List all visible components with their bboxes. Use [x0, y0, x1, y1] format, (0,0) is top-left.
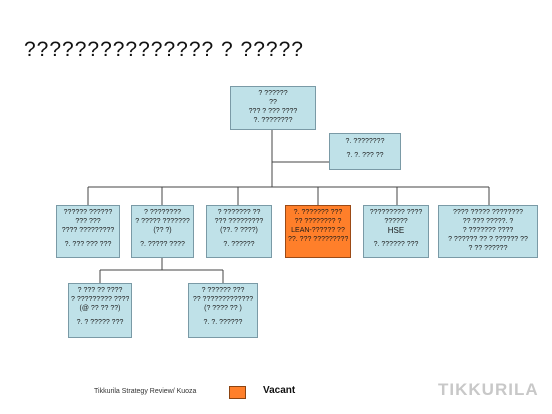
l2-4-line-4: ??. ??? ?????????? — [288, 236, 348, 243]
legend-vacant-swatch — [229, 386, 246, 399]
l2-4-line-1: ?. ??????? ??? — [293, 209, 343, 216]
top-line-3: ??? ? ??? ???? — [248, 108, 298, 115]
l2-6-line-3: ? ??????? ???? — [462, 227, 514, 234]
l2-3-line-2: ??? ????????? — [214, 218, 264, 225]
org-box-l2-3: ? ??????? ?? ??? ????????? (??. ? ????) … — [206, 205, 272, 258]
org-box-l2-5: ????????? ???? ?????? HSE ?. ?????? ??? — [363, 205, 429, 258]
footer-source: Tikkurila Strategy Review/ Kuoza — [94, 388, 197, 395]
org-box-l2-2: ? ???????? ? ????? ??????? (?? ?) ?. ???… — [131, 205, 194, 258]
org-box-top: ? ?????? ?? ??? ? ??? ???? ?. ???????? — [230, 86, 316, 130]
top-line-1: ? ?????? — [258, 90, 288, 97]
l2-3-line-1: ? ??????? ?? — [217, 209, 261, 216]
l3-2-line-3: (? ???? ?? ) — [204, 305, 242, 312]
l3-2-line-1: ? ?????? ??? — [201, 287, 245, 294]
l3-1-sub: ?. ? ????? ??? — [76, 319, 124, 326]
org-box-l2-1: ?????? ?????? ??? ??? ???? ????????? ?. … — [56, 205, 120, 258]
l2-1-line-1: ?????? ?????? — [63, 209, 113, 216]
l3-1-line-2: ? ????????? ???? — [71, 296, 129, 303]
l2-6-line-2: ?? ??? ?????. ? — [462, 218, 514, 225]
l2-5-line-2: ?????? — [384, 218, 408, 225]
l2-6-line-5: ? ?? ?????? — [468, 245, 508, 252]
l2-5-line-3: HSE — [387, 226, 405, 235]
l2-1-line-2: ??? ??? — [75, 218, 101, 225]
assistant-line-1: ?. ???????? — [345, 138, 385, 145]
page-title: ??????????????? ? ????? — [24, 38, 304, 61]
l3-2-sub: ?. ?. ?????? — [203, 319, 243, 326]
l2-4-line-2: ?? ???????? ? — [294, 218, 342, 225]
l2-5-line-1: ????????? ???? — [369, 209, 423, 216]
l2-6-line-4: ? ?????? ?? ? ?????? ?? — [448, 236, 528, 243]
l2-3-line-3: (??. ? ????) — [220, 227, 258, 234]
l2-3-sub: ?. ?????? — [223, 241, 255, 248]
org-box-l2-6: ???? ????? ???????? ?? ??? ?????. ? ? ??… — [438, 205, 538, 258]
l2-2-line-2: ? ????? ??????? — [135, 218, 190, 225]
l3-1-line-3: (@ ?? ?? ??) — [79, 305, 121, 312]
l2-4-line-3: LEAN-?????? ?? — [291, 227, 345, 234]
top-line-4: ?. ???????? — [253, 117, 293, 124]
assistant-sub: ?. ?. ??? ?? — [346, 152, 384, 159]
org-box-l3-2: ? ?????? ??? ?? ????????????? (? ???? ??… — [188, 283, 258, 338]
l2-1-sub: ?. ??? ??? ??? — [64, 241, 112, 248]
l2-2-line-3: (?? ?) — [153, 227, 172, 234]
l2-5-sub: ?. ?????? ??? — [373, 241, 419, 248]
legend-vacant-label: Vacant — [263, 385, 296, 396]
org-box-assistant: ?. ???????? ?. ?. ??? ?? — [329, 133, 401, 170]
org-box-l3-1: ? ??? ?? ???? ? ????????? ???? (@ ?? ?? … — [68, 283, 132, 338]
l2-6-line-1: ???? ????? ???????? — [452, 209, 524, 216]
l3-2-line-2: ?? ????????????? — [192, 296, 254, 303]
l3-1-line-1: ? ??? ?? ???? — [77, 287, 123, 294]
tikkurila-logo: TIKKURILA — [438, 380, 539, 399]
l2-1-line-3: ???? ????????? — [61, 227, 115, 234]
org-box-l2-4-vacant: ?. ??????? ??? ?? ???????? ? LEAN-??????… — [285, 205, 351, 258]
top-line-2: ?? — [269, 99, 277, 106]
l2-2-line-1: ? ???????? — [144, 209, 181, 216]
l2-2-sub: ?. ????? ???? — [140, 241, 185, 248]
